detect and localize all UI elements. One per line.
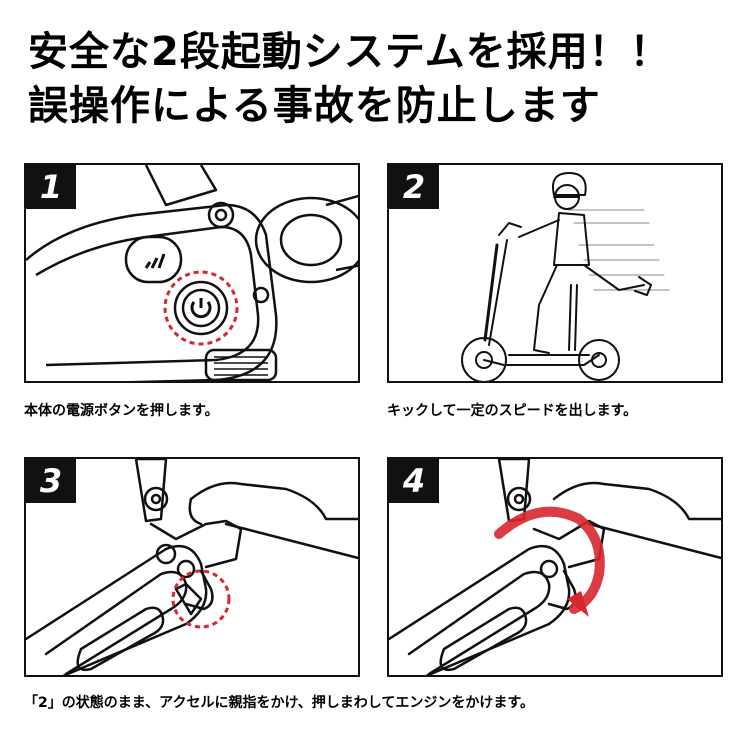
- step-3-badge: 3: [26, 459, 76, 503]
- step-2-caption: キックして一定のスピードを出します。: [387, 403, 638, 419]
- headline-line-1: 安全な2段起動システムを採用！！: [28, 29, 671, 75]
- step-2-badge: 2: [389, 165, 439, 209]
- step-2-panel: 2: [387, 163, 723, 383]
- step-4-badge: 4: [389, 459, 439, 503]
- step-1-caption: 本体の電源ボタンを押します。: [24, 403, 219, 419]
- step-3-caption: 「2」の状態のまま、アクセルに親指をかけ、押しまわしてエンジンをかけます。: [24, 695, 534, 711]
- rotate-throttle-illustration: [389, 459, 721, 675]
- step-1-badge: 1: [26, 165, 76, 209]
- rider-kicking-illustration: [461, 172, 670, 381]
- headline-line-2: 誤操作による事故を防止します: [28, 83, 601, 129]
- step-4-panel: 4: [387, 457, 723, 677]
- handlebar-buttons-illustration: [26, 165, 358, 381]
- thumb-throttle-illustration: [26, 459, 358, 675]
- step-1-panel: 1: [24, 163, 360, 383]
- step-3-panel: 3: [24, 457, 360, 677]
